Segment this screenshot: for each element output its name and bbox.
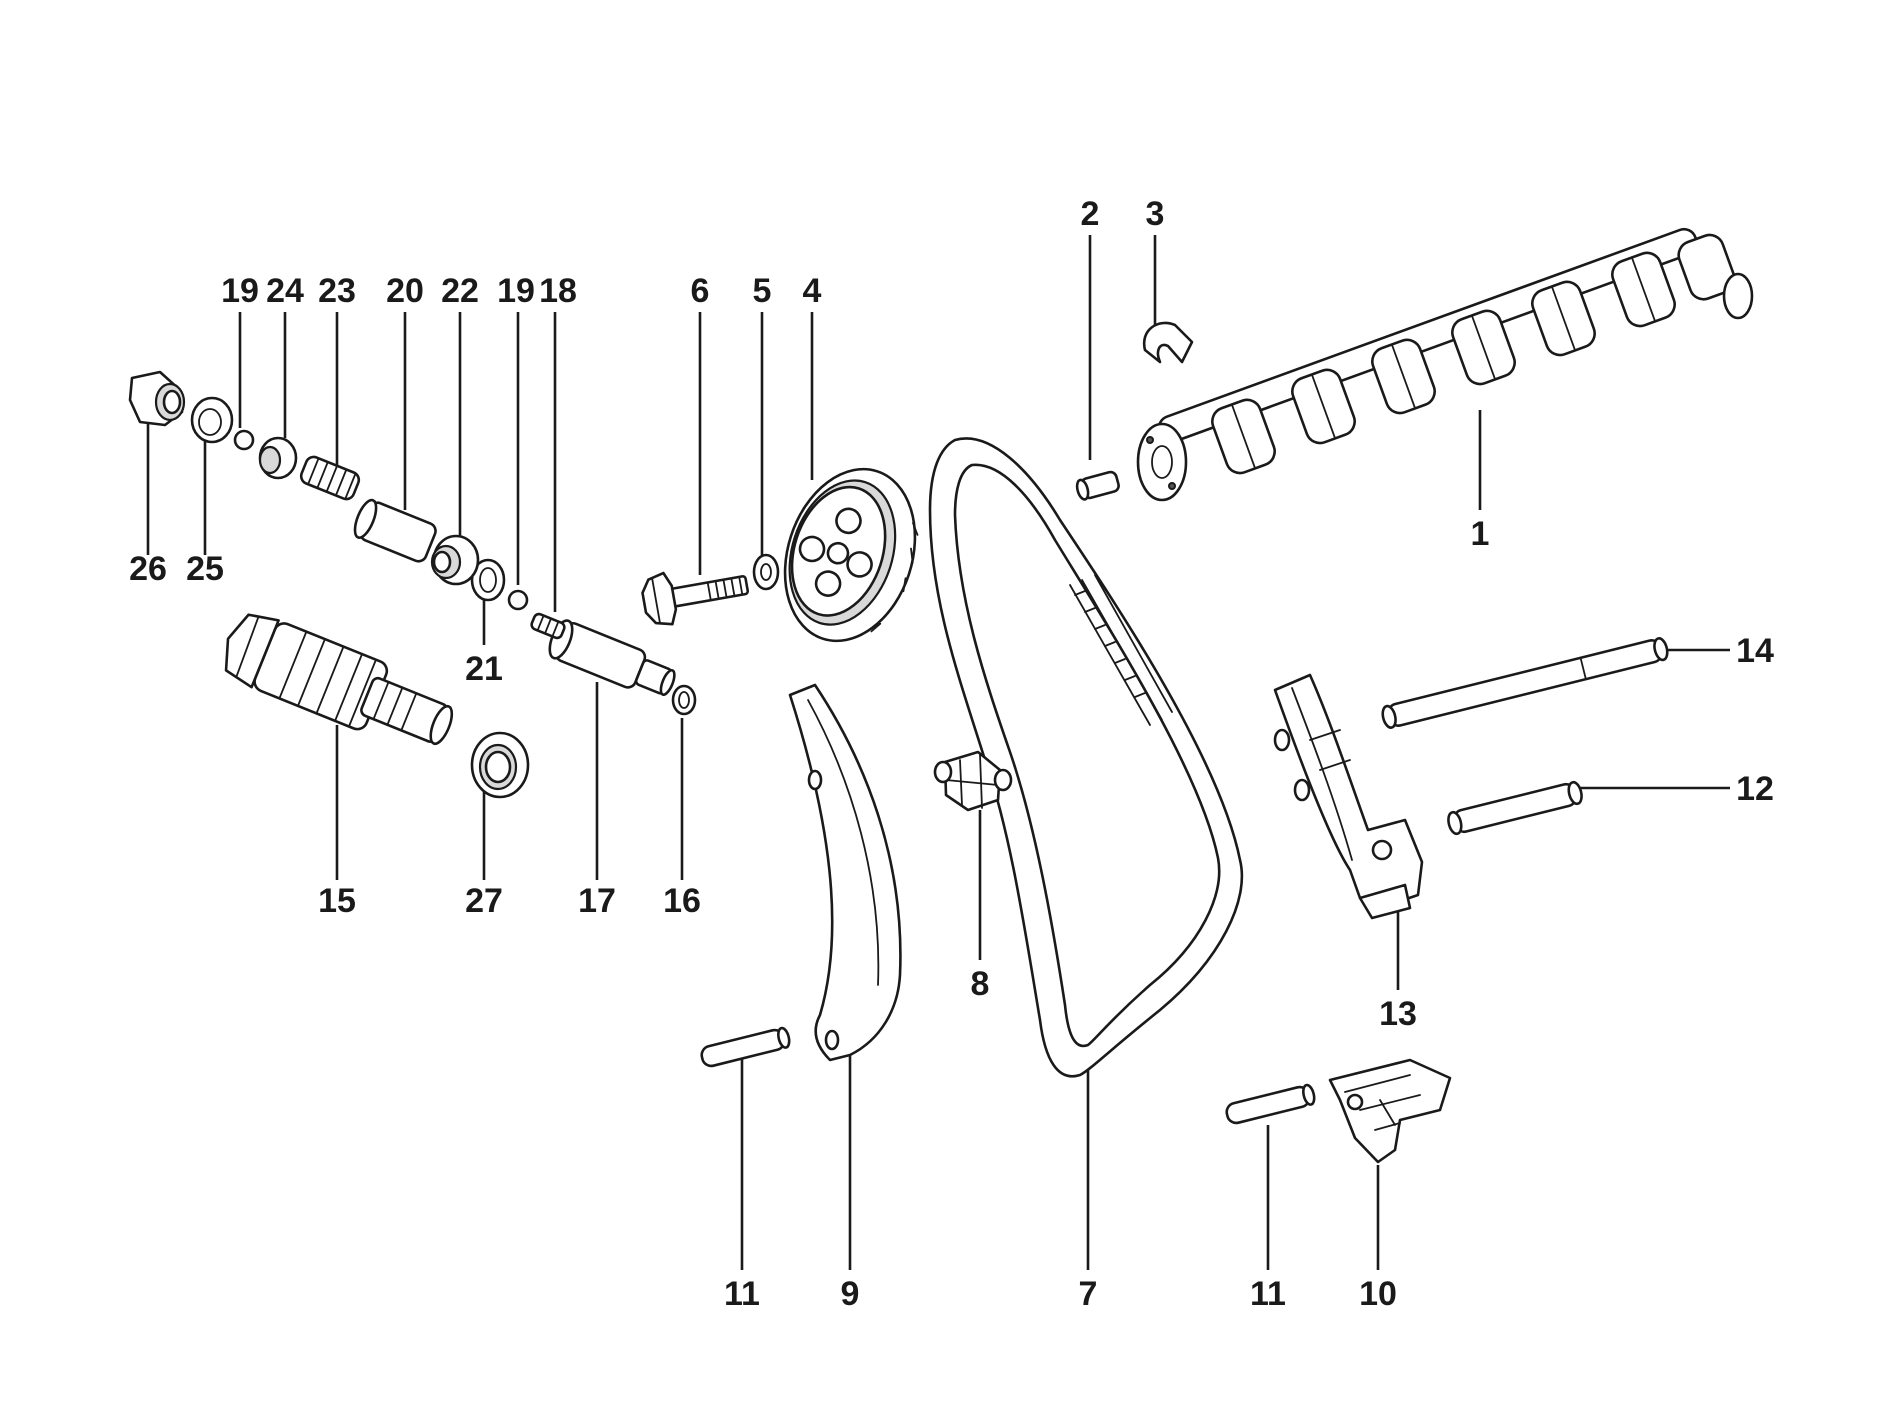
long-stud [1381,637,1669,729]
callout-5: 5 [753,272,772,310]
callout-11-right: 11 [1250,1275,1286,1313]
callout-11-left: 11 [724,1275,760,1313]
callout-6: 6 [691,272,710,310]
callout-3: 3 [1146,195,1165,233]
callout-15: 15 [318,882,356,920]
tensioner-bracket [1328,1058,1452,1164]
callout-13: 13 [1379,995,1417,1033]
timing-belt [928,437,1244,1078]
tensioner-housing [1273,673,1424,920]
tensioner-block [933,750,1013,812]
callout-1: 1 [1471,515,1490,553]
callout-7: 7 [1079,1275,1098,1313]
callout-18: 18 [539,272,577,310]
callout-4: 4 [803,272,822,310]
circlip [671,684,697,716]
coil-spring [299,455,361,501]
callout-17: 17 [578,882,616,920]
callout-14: 14 [1736,632,1774,670]
check-ball-inner [507,589,529,611]
callout-16: 16 [663,882,701,920]
callout-25: 25 [186,550,224,588]
seal-washer [190,396,234,444]
short-stud [1447,780,1583,836]
plunger [353,498,437,563]
callout-20: 20 [386,272,424,310]
leader-lines [146,235,1730,1270]
callout-19-inner: 19 [497,272,535,310]
tensioner-plunger [224,613,454,746]
o-ring [470,558,506,602]
callout-2: 2 [1081,195,1100,233]
guide-pin-right [1225,1083,1316,1125]
guide-pin-left [700,1026,791,1068]
screw-plug [128,370,186,427]
spring-seat [258,436,298,480]
camshaft-flange [1136,422,1188,502]
callout-27: 27 [465,882,503,920]
callout-numbers: 1 2 3 4 5 6 7 8 9 10 11 11 12 13 14 15 1… [129,195,1774,1313]
washer [752,553,780,591]
callout-9: 9 [841,1275,860,1313]
callout-23: 23 [318,272,356,310]
pulley-bolt [641,571,750,626]
callout-8: 8 [971,965,990,1003]
callout-12: 12 [1736,770,1774,808]
valve-cap [430,534,480,586]
belt-guide-rail [788,683,902,1062]
callout-10: 10 [1359,1275,1397,1313]
oil-seal [470,731,530,799]
callout-24: 24 [266,272,304,310]
woodruff-key [1142,321,1194,364]
check-ball-outer [233,429,255,451]
small-spring [530,612,566,640]
callout-21: 21 [465,650,503,688]
camshaft [1136,227,1754,502]
dowel-pin [1075,470,1120,501]
callout-19-outer: 19 [221,272,259,310]
camshaft-lobes [1211,233,1736,475]
timing-pulley [783,467,919,643]
callout-26: 26 [129,550,167,588]
piston-sleeve [548,619,676,696]
callout-22: 22 [441,272,479,310]
